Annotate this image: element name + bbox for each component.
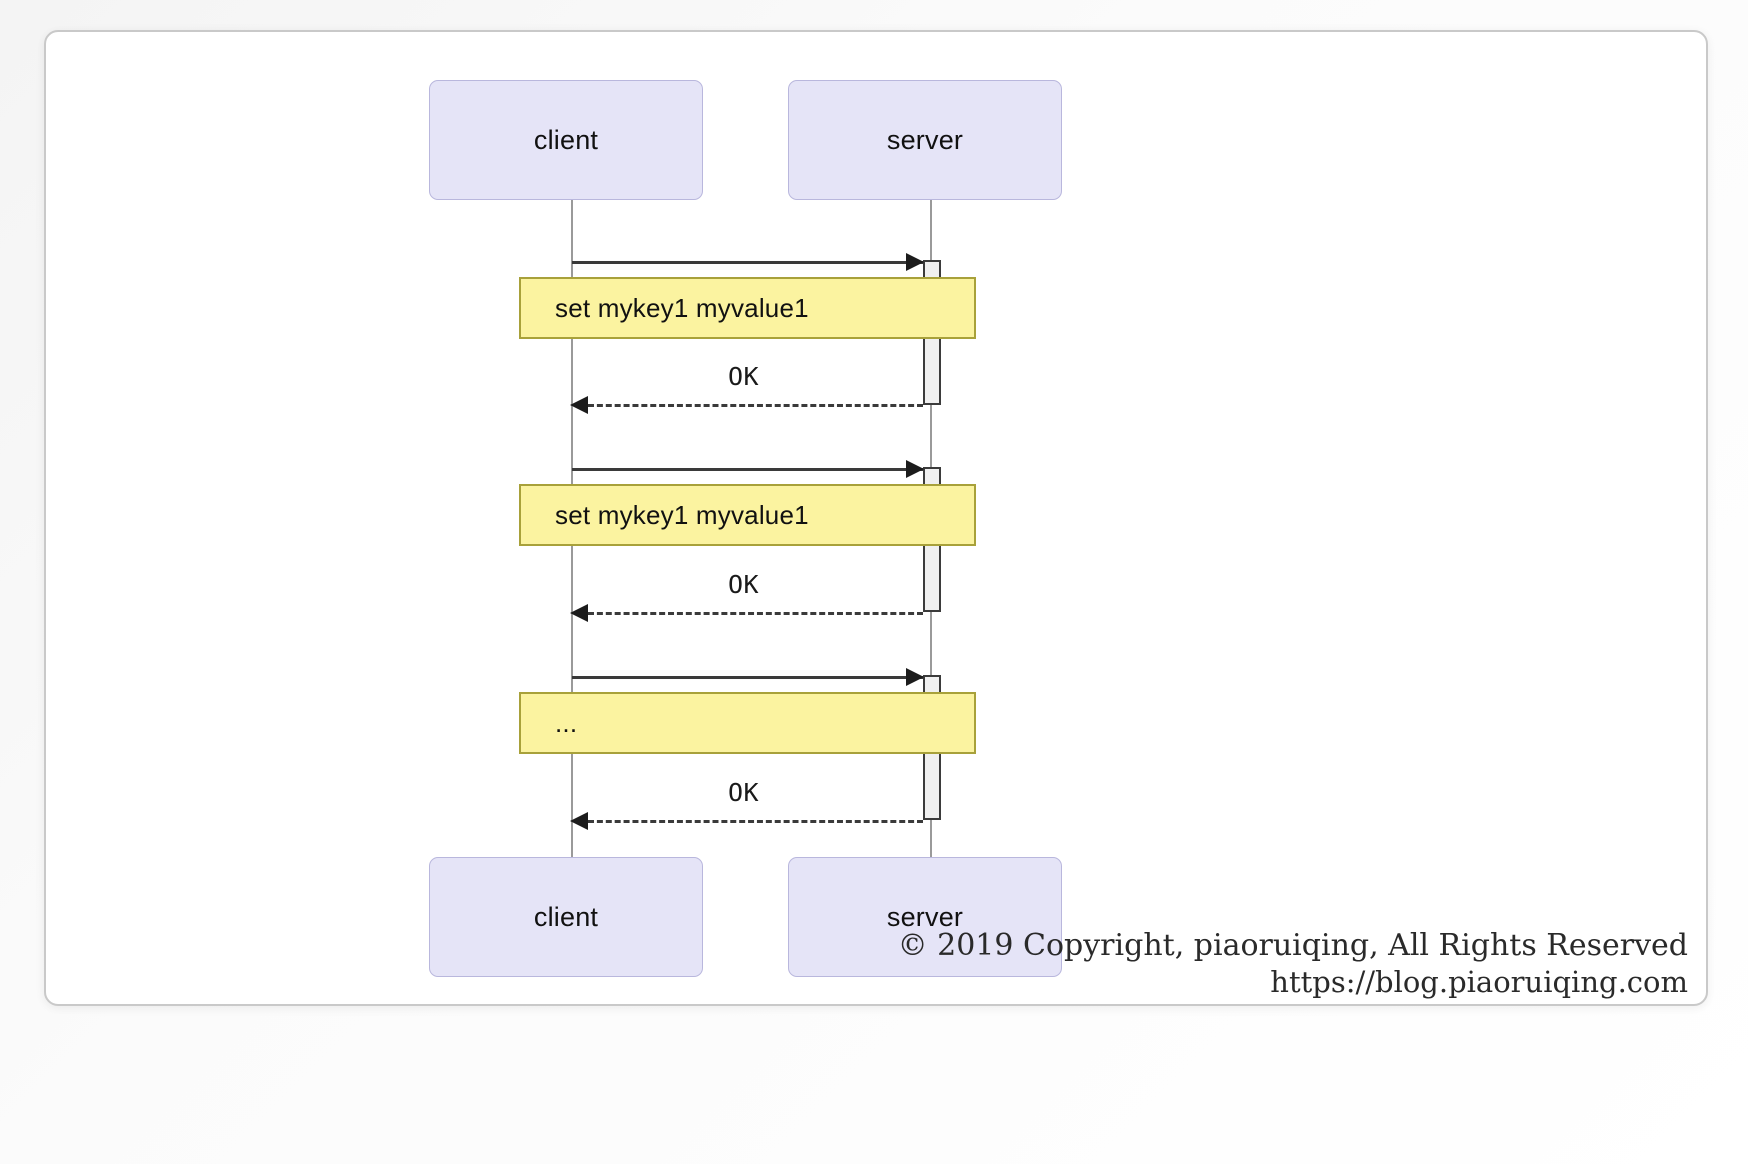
diagram-frame: client server set mykey1 myvalue1 OK <box>44 30 1708 1006</box>
message-line-response-1 <box>588 404 923 407</box>
message-label-ok-1: OK <box>728 362 760 391</box>
sequence-diagram: client server set mykey1 myvalue1 OK <box>46 32 1706 1004</box>
message-label-ok-2: OK <box>728 570 760 599</box>
note-text: set mykey1 myvalue1 <box>555 292 809 323</box>
arrow-head-request-1 <box>906 253 924 271</box>
arrow-head-request-2 <box>906 460 924 478</box>
arrow-head-response-2 <box>570 604 588 622</box>
participant-client-top[interactable]: client <box>429 80 703 200</box>
participant-label: server <box>886 901 964 932</box>
copyright-watermark: © 2019 Copyright, piaoruiqing, All Right… <box>898 928 1688 1000</box>
note-text: set mykey1 myvalue1 <box>555 499 809 530</box>
arrow-head-response-3 <box>570 812 588 830</box>
blog-url-text: https://blog.piaoruiqing.com <box>1270 964 1688 999</box>
copyright-text: © 2019 Copyright, piaoruiqing, All Right… <box>897 928 1688 964</box>
message-label-ok-3: OK <box>728 778 760 807</box>
note-text: ... <box>555 707 578 738</box>
participant-server-top[interactable]: server <box>788 80 1062 200</box>
arrow-head-request-3 <box>906 668 924 686</box>
participant-server-bottom[interactable]: server <box>788 857 1062 977</box>
message-line-response-2 <box>588 612 923 615</box>
note-box-1: set mykey1 myvalue1 <box>519 277 976 339</box>
message-line-request-3 <box>572 676 923 679</box>
participant-label: client <box>533 901 599 932</box>
note-box-3: ... <box>519 692 976 754</box>
participant-label: server <box>886 124 964 155</box>
arrow-head-response-1 <box>570 396 588 414</box>
message-line-request-1 <box>572 261 923 264</box>
note-box-2: set mykey1 myvalue1 <box>519 484 976 546</box>
participant-label: client <box>533 124 599 155</box>
participant-client-bottom[interactable]: client <box>429 857 703 977</box>
message-line-request-2 <box>572 468 923 471</box>
message-line-response-3 <box>588 820 923 823</box>
